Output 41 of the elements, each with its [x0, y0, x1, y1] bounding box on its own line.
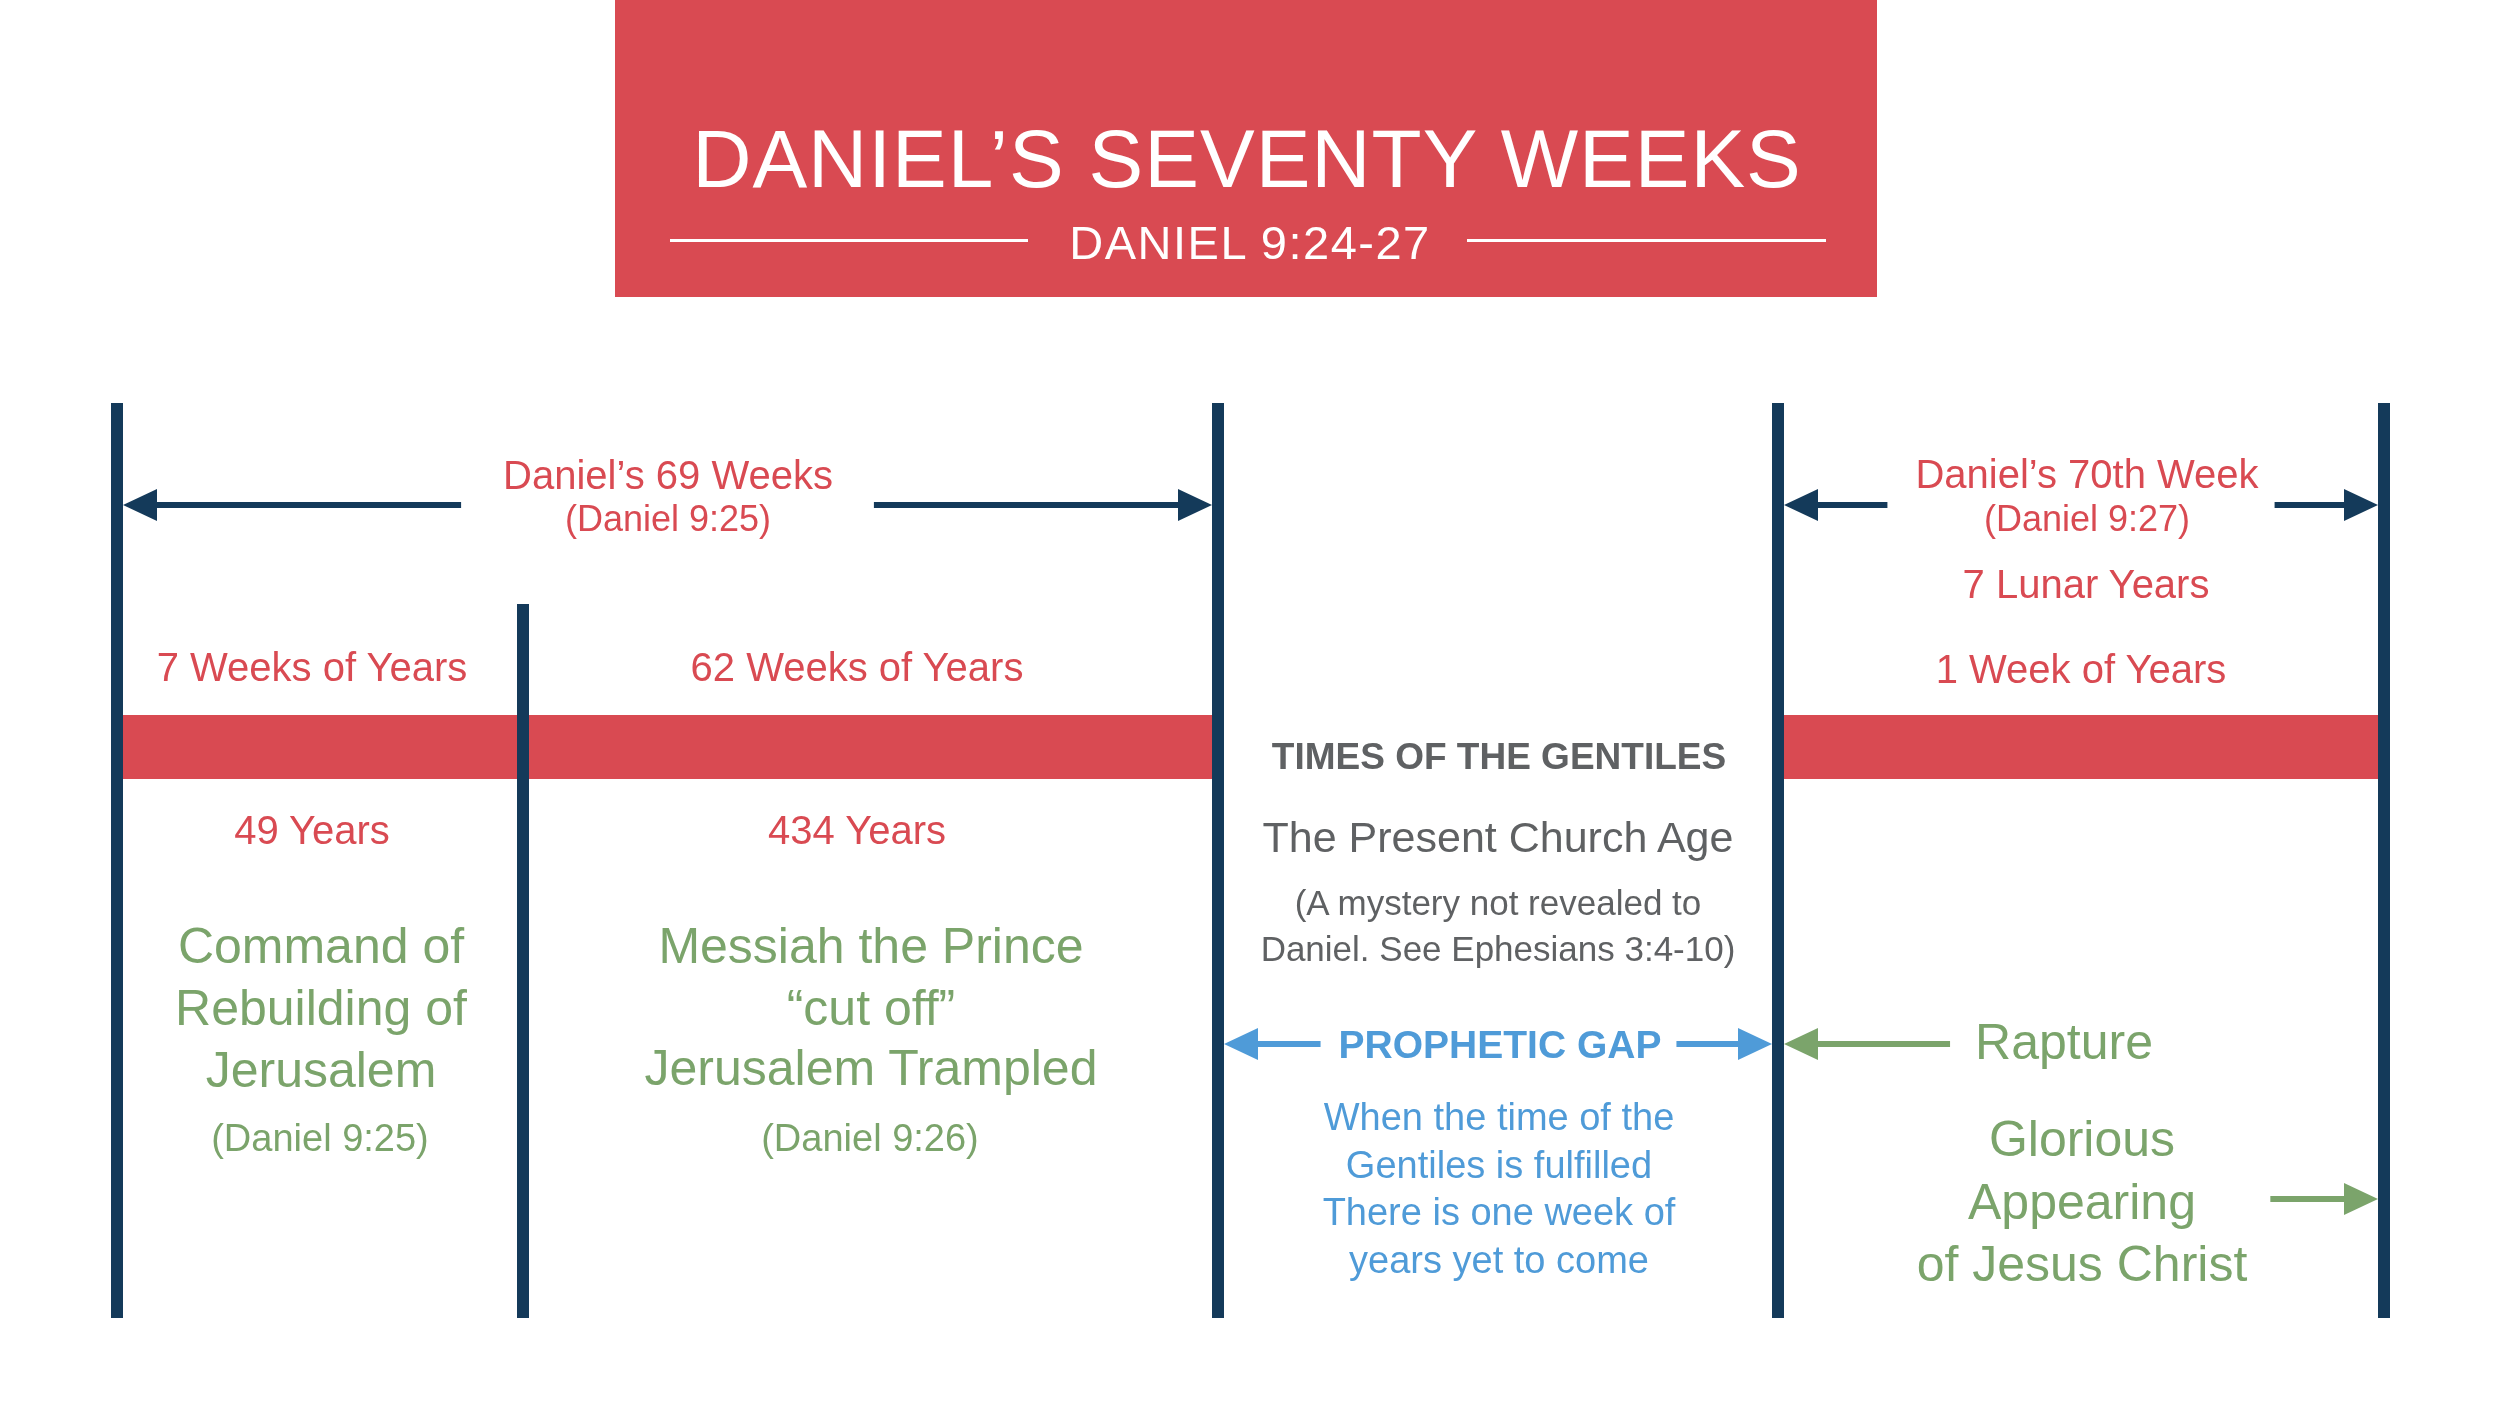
gap-label: PROPHETIC GAP	[1338, 1022, 1662, 1067]
arrow	[1784, 489, 1888, 521]
vertical-bar	[1212, 403, 1224, 1318]
vertical-bar	[111, 403, 123, 1318]
verse-reference: (Daniel 9:26)	[761, 1115, 979, 1160]
duration-label: 49 Years	[234, 807, 390, 854]
verse-reference: (Daniel 9:25)	[563, 497, 773, 540]
event-label: Glorious Appearing of Jesus Christ	[1916, 1108, 2248, 1296]
vertical-bar	[2378, 403, 2390, 1318]
arrow	[873, 489, 1212, 521]
period-label: 1 Week of Years	[1935, 646, 2227, 693]
duration-label: 7 Lunar Years	[1962, 561, 2210, 608]
arrow	[1784, 1028, 1951, 1060]
verse-reference: (Daniel 9:25)	[211, 1115, 429, 1160]
vertical-bar	[1772, 403, 1784, 1318]
subtitle: DANIEL 9:24-27	[1069, 215, 1431, 270]
arrow	[1224, 1028, 1321, 1060]
event-label: Messiah the Prince “cut off”	[658, 916, 1084, 1038]
note-text: (A mystery not revealed to Daniel. See Ephesians 3:4-10)	[1260, 881, 1736, 970]
period-label: 62 Weeks of Years	[690, 644, 1024, 691]
section-heading: TIMES OF THE GENTILES	[1271, 734, 1727, 778]
era-label: The Present Church Age	[1262, 812, 1734, 862]
event-label: Command of Rebuilding of Jerusalem	[175, 916, 467, 1100]
timeline-band	[1784, 715, 2378, 779]
arrow	[1676, 1028, 1772, 1060]
event-label: Jerusalem Trampled	[644, 1040, 1098, 1098]
period-label: 7 Weeks of Years	[156, 644, 468, 691]
verse-reference: (Daniel 9:27)	[1982, 497, 2192, 540]
event-label: Rapture	[1975, 1014, 2153, 1072]
vertical-bar	[517, 604, 529, 1318]
note-text: When the time of the Gentiles is fulfilled	[1323, 1095, 1675, 1188]
note-text: There is one week of years yet to come	[1322, 1190, 1676, 1283]
arrow	[2274, 489, 2378, 521]
period-label: Daniel’s 69 Weeks	[503, 453, 833, 498]
duration-label: 434 Years	[768, 807, 946, 854]
timeline-band	[123, 715, 517, 779]
title: DANIEL’S SEVENTY WEEKS	[692, 111, 1802, 206]
period-label: Daniel’s 70th Week	[1915, 452, 2259, 497]
arrow	[123, 489, 462, 521]
timeline-band	[529, 715, 1212, 779]
arrow	[2270, 1183, 2378, 1215]
